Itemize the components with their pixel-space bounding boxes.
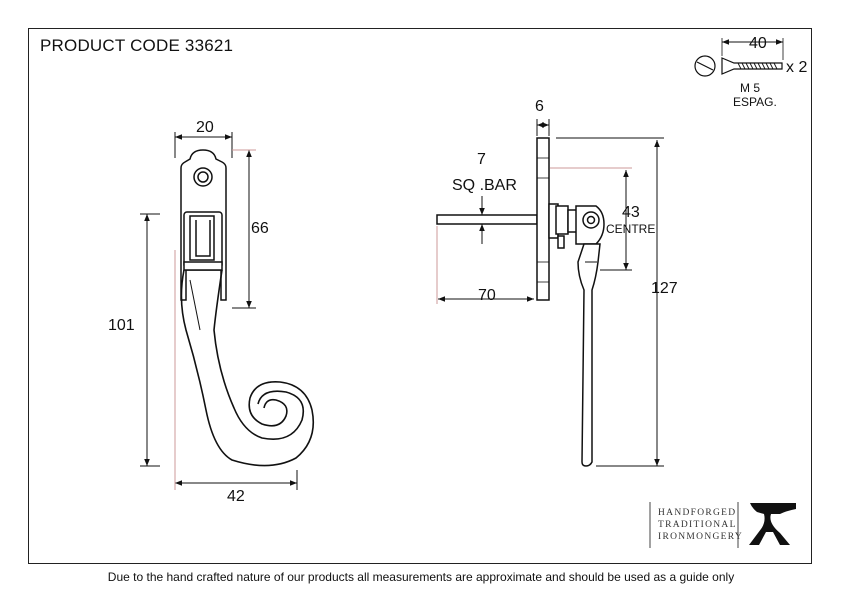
dimension-top-width: 20 (196, 119, 214, 136)
dimension-centre-label: CENTRE (606, 222, 655, 236)
front-view-dimensions (140, 132, 298, 490)
screw-quantity-label: x 2 (786, 59, 807, 76)
dimension-centre-value: 43 (622, 204, 640, 221)
dimension-total-height: 101 (108, 317, 135, 334)
side-view-dimensions (436, 119, 664, 467)
dimension-bar-length: 70 (478, 287, 496, 304)
logo-line-ironmongery: IRONMONGERY (658, 532, 743, 542)
logo-line-handforged: HANDFORGED (658, 508, 736, 518)
company-logo (649, 502, 796, 548)
front-view-fastener (180, 149, 315, 467)
dimension-bar-size-label: SQ .BAR (452, 177, 517, 194)
dimension-base-width: 42 (227, 488, 245, 505)
dimension-plate-height: 66 (251, 220, 269, 237)
screw-type-label: ESPAG. (733, 95, 777, 109)
dimension-bar-size-value: 7 (477, 151, 486, 168)
dimension-plate-thickness: 6 (535, 98, 544, 115)
product-code: PRODUCT CODE 33621 (40, 36, 234, 55)
dimension-side-height: 127 (651, 280, 678, 297)
footer-note: Due to the hand crafted nature of our pr… (107, 570, 735, 584)
logo-line-traditional: TRADITIONAL (658, 520, 737, 530)
drawing-border (28, 28, 812, 564)
side-view-fastener (436, 137, 605, 467)
screw-size-label: M 5 (740, 81, 760, 95)
screw-icon (694, 38, 784, 77)
screw-length-label: 40 (749, 35, 767, 52)
